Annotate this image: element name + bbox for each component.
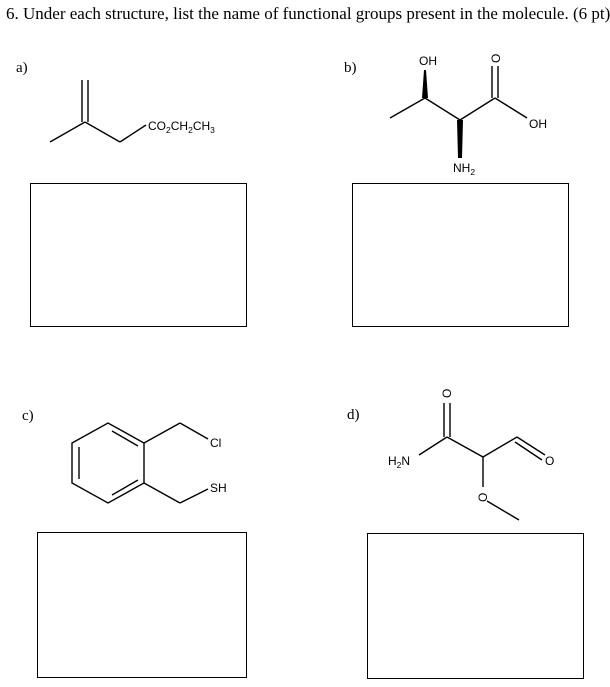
bond [49,121,86,143]
carbonyl-line [516,436,546,456]
carbonyl-line [514,441,543,461]
bond [424,97,461,121]
bond [486,500,520,521]
bond [494,97,528,119]
aldehyde-o-label: O [545,454,554,468]
bond [143,422,181,444]
bond [179,488,209,504]
answer-box-a[interactable] [30,183,247,327]
chloro-label: Cl [210,436,221,450]
ester-label: CO2CH2CH3 [148,119,215,135]
bond [84,121,121,143]
answer-box-b[interactable] [352,183,569,327]
part-a-label: a) [16,60,28,76]
structure-b: OH NH2 O OH [389,54,547,177]
wedge-bond [457,120,463,158]
structure-a: CO2CH2CH3 [49,80,215,143]
bond [179,422,209,440]
wedge-bond [422,70,428,98]
bond [418,436,448,456]
structure-d: H2N O O O [388,389,554,521]
amide-o-label: O [440,389,454,398]
structure-c: Cl SH [71,422,227,504]
thiol-label: SH [210,481,227,495]
bond [482,436,518,458]
question-text: 6. Under each structure, list the name o… [6,4,610,23]
ether-o-label: O [476,493,490,502]
bond [143,482,181,504]
acid-oh-label: OH [529,117,547,131]
aromatic-line [111,430,139,447]
benzene-ring [71,422,145,504]
amine-label: NH2 [453,161,475,177]
bond [459,97,496,121]
part-b-label: b) [344,60,357,76]
amide-n-label: H2N [388,454,410,470]
bond [446,436,484,458]
structure-a-bonds [49,80,147,143]
carbonyl-o-label: O [489,54,503,63]
answer-box-c[interactable] [37,532,247,678]
bond [389,97,426,119]
part-d-label: d) [347,407,360,423]
aromatic-line [111,479,139,496]
part-c-label: c) [22,408,34,424]
answer-box-d[interactable] [367,533,584,679]
hydroxyl-label: OH [419,54,437,68]
bond [119,124,147,143]
